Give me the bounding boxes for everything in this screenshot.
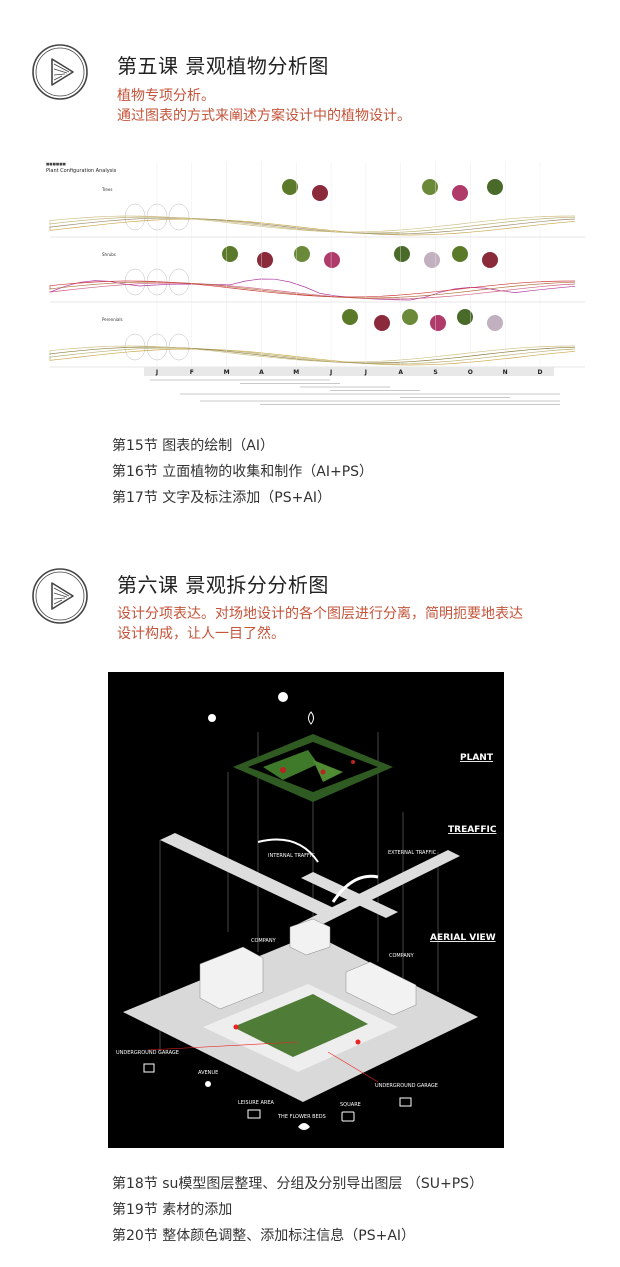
row-label: Perennials [102, 317, 123, 322]
month-label: M [293, 369, 299, 376]
internal-traffic-label: INTERNAL TRAFFIC [268, 853, 315, 859]
month-label: F [190, 369, 194, 376]
lesson-description: 设计分项表达。对场地设计的各个图层进行分离，简明扼要地表达 设计构成，让人一目了… [117, 604, 597, 644]
plant-thumbnail [257, 252, 273, 268]
series-line [49, 347, 576, 365]
chat-bubble-icon [341, 1111, 355, 1122]
month-label: M [224, 369, 230, 376]
plant-thumbnail [487, 179, 503, 195]
series-line [49, 346, 576, 364]
company-label: COMPANY [251, 938, 277, 944]
plant-thumbnail [222, 246, 238, 262]
series-line [49, 280, 576, 298]
plant-layer [233, 734, 393, 802]
series-line [49, 278, 576, 301]
company-label: COMPANY [389, 953, 415, 959]
description-line: 通过图表的方式来阐述方案设计中的植物设计。 [117, 108, 411, 124]
month-label: D [538, 369, 543, 376]
plant-silhouette [168, 203, 190, 231]
series-line [49, 282, 576, 300]
description-line: 植物专项分析。 [117, 88, 215, 104]
aerial-view-layer [123, 918, 478, 1102]
plant-thumbnail [457, 309, 473, 325]
underground-garage-label: UNDERGROUND GARAGE [375, 1083, 438, 1089]
plant-thumbnail [487, 315, 503, 331]
plant-thumbnail [342, 309, 358, 325]
garage-icon [143, 1063, 155, 1073]
month-label: A [259, 369, 264, 376]
series-line [49, 281, 576, 299]
plant-thumbnail [482, 252, 498, 268]
series-line [49, 218, 576, 236]
traffic-layer [160, 833, 460, 930]
aerial-view-label: AERIAL VIEW [430, 933, 496, 943]
series-line [49, 215, 576, 233]
section-list: 第18节 su模型图层整理、分组及分别导出图层 （SU+PS） 第19节 素材的… [112, 1171, 483, 1249]
plant-configuration-chart: Plant Configuration Analysis ■■■■■■ Tree… [40, 162, 585, 410]
plant-label: PLANT [460, 753, 494, 763]
series-line [49, 348, 576, 366]
plant-thumbnail [374, 315, 390, 331]
month-label: S [433, 369, 437, 376]
plant-thumbnail [430, 315, 446, 331]
month-label: N [503, 369, 508, 376]
description-line: 设计构成，让人一目了然。 [117, 626, 285, 642]
flower-beds-label: THE FLOWER BEDS [277, 1114, 326, 1120]
tree-icon [208, 714, 216, 722]
row-label: Shrubs [102, 252, 116, 257]
garage-icon [399, 1097, 412, 1107]
lesson-title: 第五课 景观植物分析图 [117, 54, 329, 78]
avenue-label: AVENUE [198, 1070, 218, 1076]
section-item: 第17节 文字及标注添加（PS+AI） [112, 490, 332, 506]
sofa-icon [247, 1109, 261, 1119]
month-band [144, 367, 554, 376]
description-line: 设计分项表达。对场地设计的各个图层进行分离，简明扼要地表达 [117, 606, 523, 622]
month-label: J [155, 369, 158, 376]
row-label: Trees [101, 187, 112, 192]
month-label: A [398, 369, 403, 376]
plant-thumbnail [424, 252, 440, 268]
section-item: 第20节 整体颜色调整、添加标注信息（PS+AI） [112, 1228, 416, 1244]
plant-thumbnail [422, 179, 438, 195]
section-item: 第18节 su模型图层整理、分组及分别导出图层 （SU+PS） [112, 1176, 484, 1192]
section-item: 第15节 图表的绘制（AI） [112, 438, 274, 454]
plant-thumbnail [294, 246, 310, 262]
month-label: O [468, 369, 473, 376]
plant-thumbnail [312, 185, 328, 201]
series-line [49, 217, 576, 235]
plant-thumbnail [282, 179, 298, 195]
pedestrian-icon [205, 1081, 211, 1087]
series-line [49, 345, 576, 363]
plant-silhouette [168, 268, 190, 296]
plant-thumbnail [324, 252, 340, 268]
flower-icon [298, 1123, 310, 1130]
series-line [49, 216, 576, 234]
section-item: 第19节 素材的添加 [112, 1202, 233, 1218]
plant-thumbnail [394, 246, 410, 262]
play-icon [32, 568, 88, 624]
lesson-description: 植物专项分析。 通过图表的方式来阐述方案设计中的植物设计。 [117, 86, 597, 126]
section-item: 第16节 立面植物的收集和制作（AI+PS） [112, 464, 374, 480]
plant-thumbnail [452, 185, 468, 201]
section-list: 第15节 图表的绘制（AI） 第16节 立面植物的收集和制作（AI+PS） 第1… [112, 433, 373, 511]
shrub-icon [278, 692, 288, 702]
exploded-analysis-figure: PLANT TREAFFIC AERIAL VIEW INTERNAL TRAF… [108, 672, 504, 1148]
lesson-title: 第六课 景观拆分分析图 [117, 573, 329, 597]
square-label: SQUARE [340, 1102, 361, 1108]
svg-text:■■■■■■: ■■■■■■ [46, 162, 66, 166]
external-traffic-label: EXTERNAL TRAFFIC [388, 850, 437, 856]
month-label: J [329, 369, 332, 376]
plant-silhouette [168, 333, 190, 361]
plant-thumbnail [452, 246, 468, 262]
underground-garage-label: UNDERGROUND GARAGE [116, 1050, 179, 1056]
play-icon [32, 44, 88, 100]
traffic-label: TREAFFIC [448, 825, 497, 835]
chart-title: Plant Configuration Analysis [46, 168, 117, 174]
leisure-area-label: LEISURE AREA [238, 1100, 275, 1106]
month-label: J [364, 369, 367, 376]
leaf-icon [308, 711, 314, 725]
plant-thumbnail [402, 309, 418, 325]
